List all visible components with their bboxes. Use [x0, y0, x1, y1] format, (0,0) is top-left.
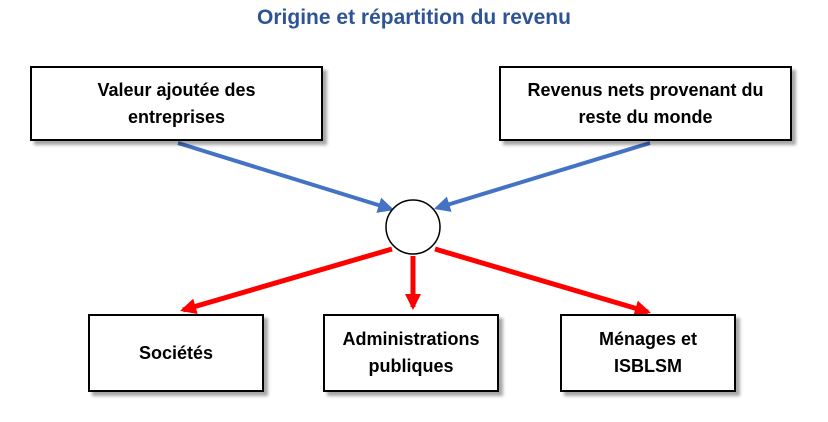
- box-administrations-publiques: Administrations publiques: [323, 314, 499, 392]
- arrow-valeur-ajoutee-to-center: [177, 141, 395, 213]
- box-menages-isblsm: Ménages et ISBLSM: [560, 314, 736, 392]
- box-revenus-reste-monde: Revenus nets provenant du reste du monde: [499, 66, 792, 141]
- distribution-node: [385, 199, 441, 255]
- box-menages-isblsm-label: Ménages et ISBLSM: [598, 329, 698, 376]
- arrow-center-to-societes: [180, 246, 393, 315]
- box-societes: Sociétés: [88, 314, 264, 392]
- box-societes-label: Sociétés: [138, 342, 214, 363]
- box-revenus-reste-monde-label: Revenus nets provenant du reste du monde: [527, 79, 764, 127]
- arrow-reste-monde-to-center: [433, 141, 651, 212]
- box-valeur-ajoutee-label: Valeur ajoutée des entreprises: [97, 79, 256, 127]
- diagram-title: Origine et répartition du revenu: [257, 6, 571, 29]
- box-administrations-publiques-label: Administrations publiques: [342, 329, 480, 376]
- arrow-center-to-menages: [434, 246, 651, 316]
- box-valeur-ajoutee: Valeur ajoutée des entreprises: [30, 66, 323, 141]
